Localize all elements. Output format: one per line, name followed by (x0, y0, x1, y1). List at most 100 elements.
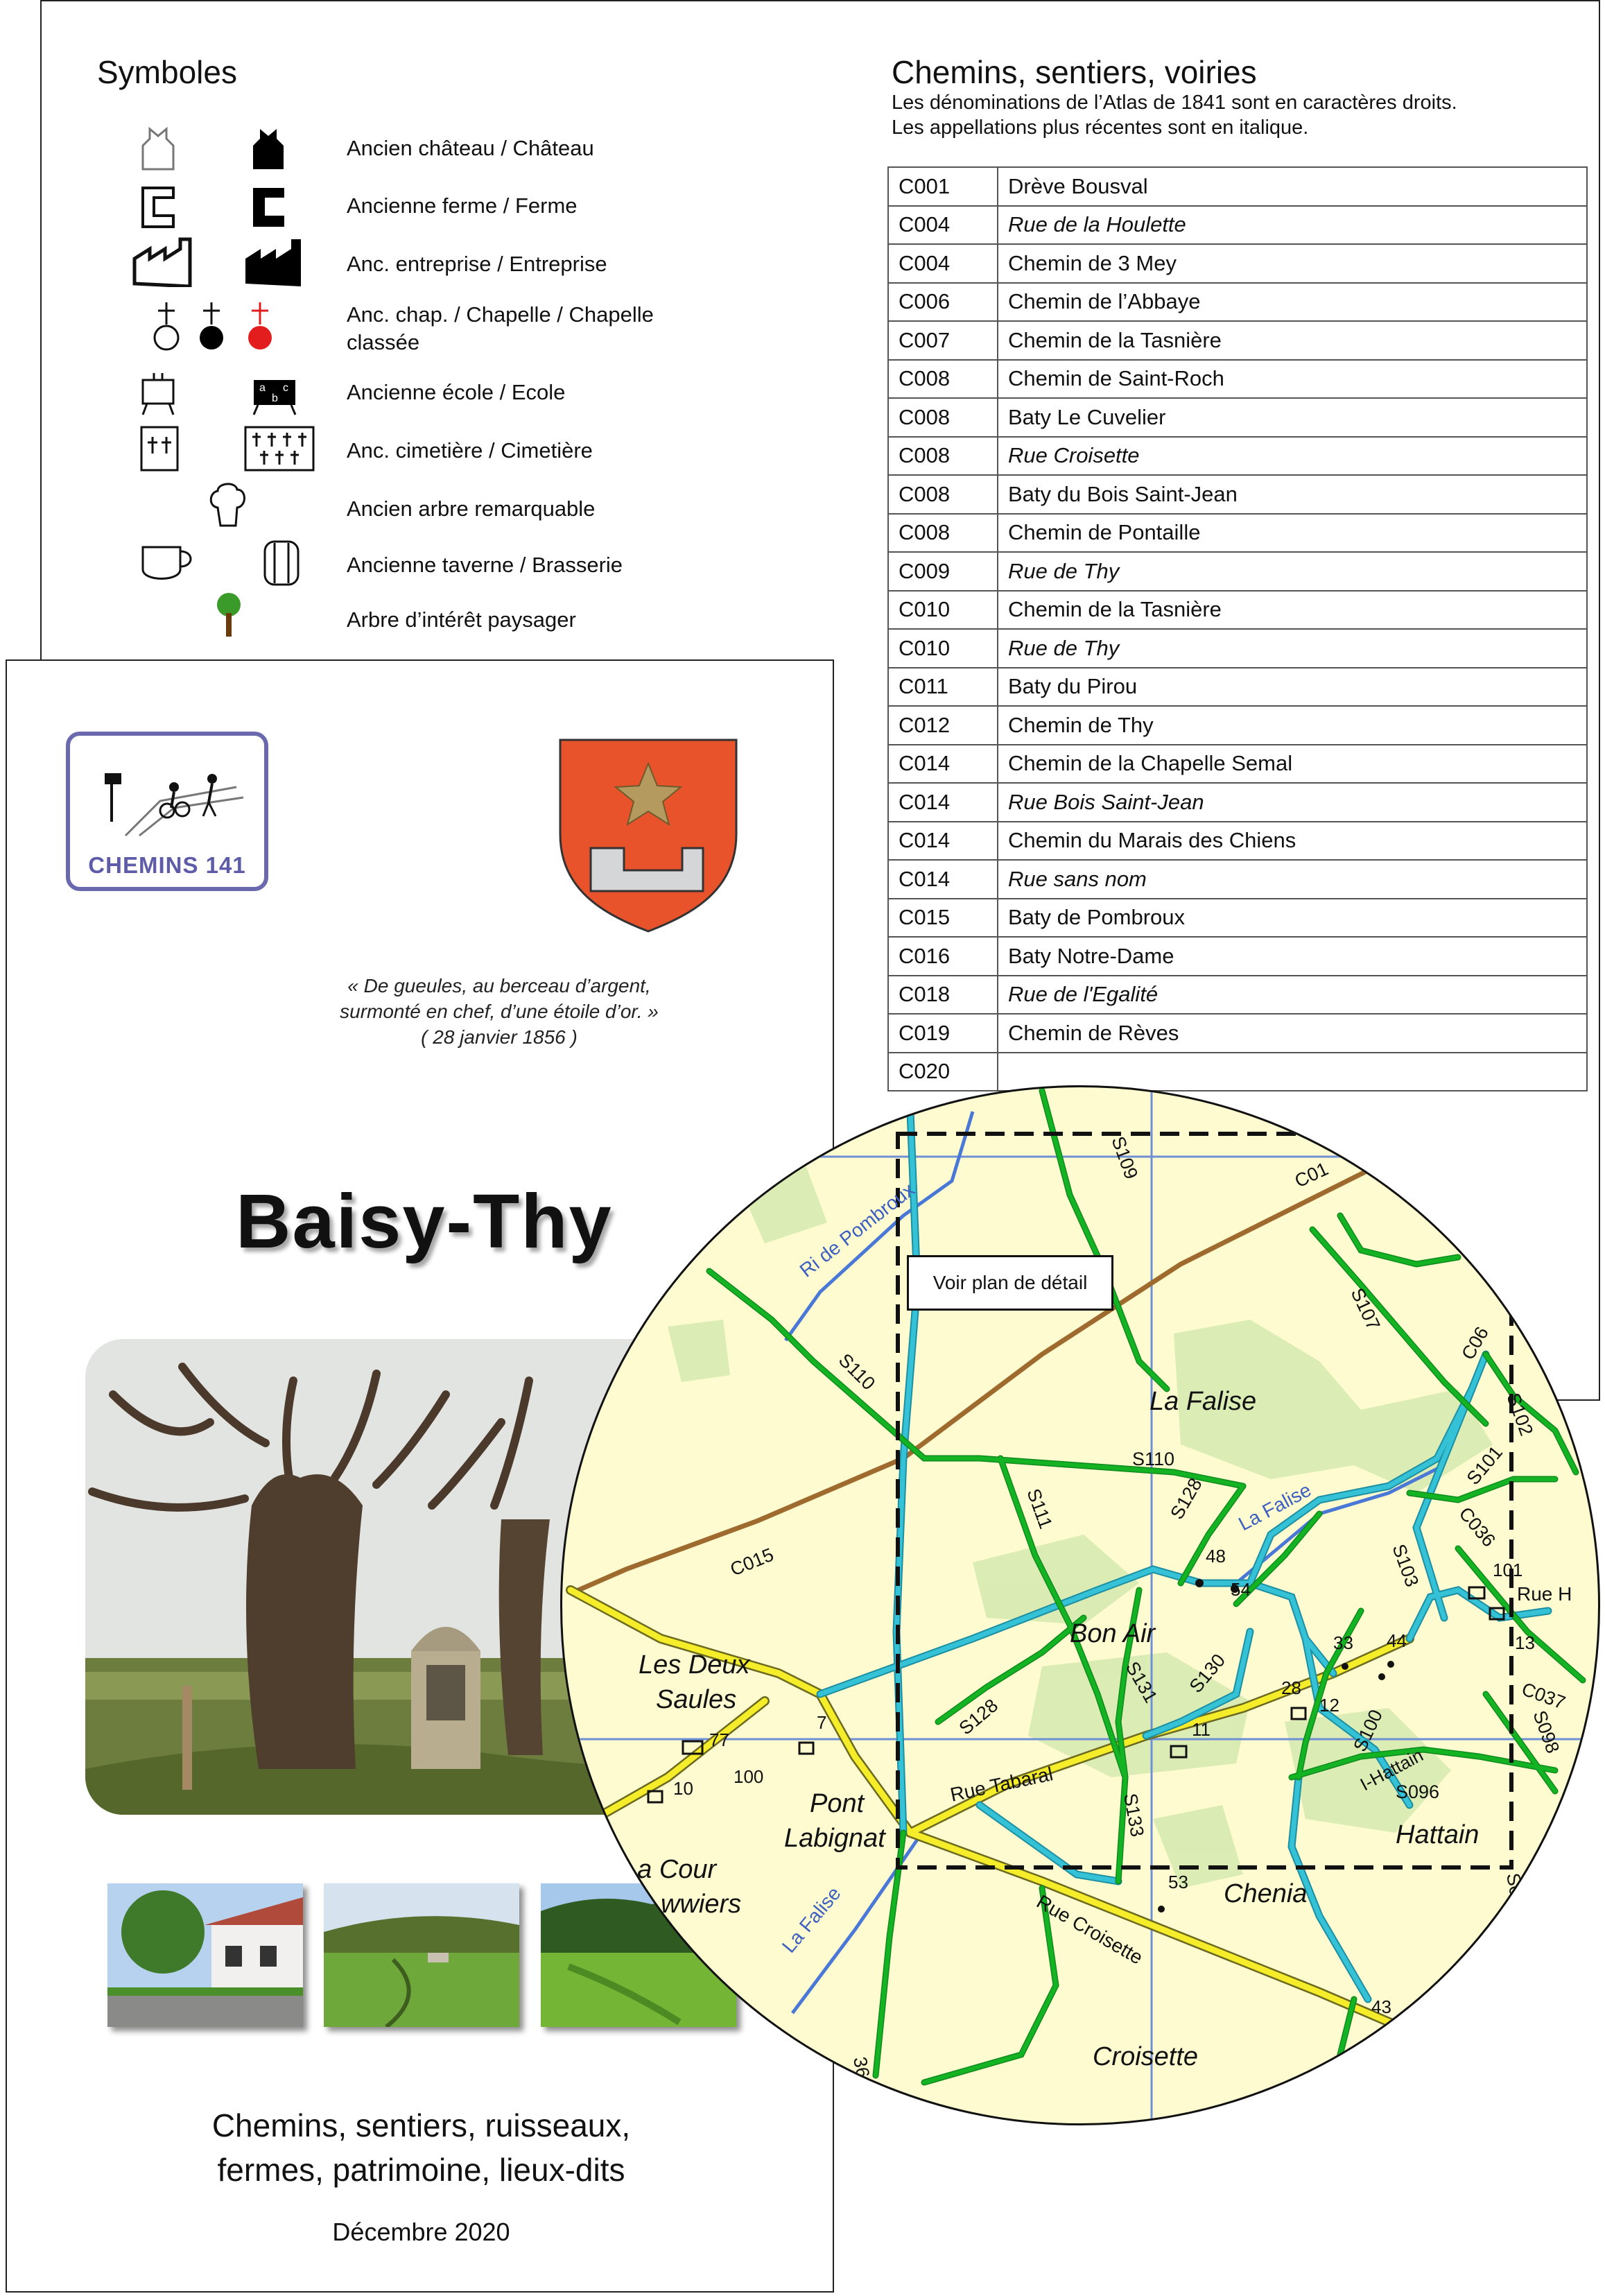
map-code-label: C01 (1292, 1158, 1332, 1191)
symbol-label: Ancienne ferme / Ferme (347, 193, 578, 218)
farm-icon (141, 187, 284, 228)
map-place-label: Croisette (1093, 2042, 1198, 2071)
map-place-label: La Cour (623, 1855, 718, 1884)
map-number: 54 (1231, 1579, 1251, 1600)
road-name: Baty Notre-Dame (997, 936, 1588, 976)
map-number: 43 (1371, 1996, 1391, 2017)
road-name: Drève Bousval (997, 166, 1588, 207)
cover-date: Décembre 2020 (332, 2218, 510, 2246)
symbol-label: Arbre d’intérêt paysager (347, 607, 576, 632)
cover-subtitle: Chemins, sentiers, ruisseaux, fermes, pa… (7, 2103, 835, 2192)
map-place-label: Chenia (1224, 1879, 1307, 1908)
village-house-photo (107, 1883, 303, 2027)
symbols-title: Symboles (97, 54, 237, 90)
roads-subtitle-line: Les appellations plus récentes sont en i… (892, 116, 1309, 139)
road-code: C008 (887, 359, 998, 399)
map-stream-label: La Falise (778, 1883, 845, 1957)
road-code: C009 (887, 551, 998, 592)
road-row: C020 (887, 1051, 1588, 1091)
map-number: 10 (673, 1778, 693, 1799)
cemetery-icon (140, 426, 315, 472)
road-code: C014 (887, 820, 998, 861)
map-drawing: La Falise Bon Air Les Deux Saules Pont L… (562, 1087, 1598, 2123)
map-place-label: wwiers (661, 1890, 741, 1919)
cover-subtitle-line: fermes, patrimoine, lieux-dits (217, 2152, 625, 2188)
road-name: Rue de Thy (997, 551, 1588, 592)
symbol-label: Ancien château / Château (347, 136, 594, 160)
symbol-label: Ancienne taverne / Brasserie (347, 553, 623, 577)
road-code: C008 (887, 435, 998, 476)
map-place-label: La Falise (1149, 1387, 1256, 1416)
road-code: C011 (887, 666, 998, 707)
motto: « De gueules, au berceau d’argent, surmo… (305, 973, 693, 1050)
road-code: C020 (887, 1051, 998, 1091)
factory-icon (132, 237, 301, 287)
map-code-label: S128 (1166, 1474, 1206, 1523)
road-name: Chemin de Saint-Roch (997, 359, 1588, 399)
road-code: C010 (887, 589, 998, 630)
road-name: Baty du Pirou (997, 666, 1588, 707)
road-code: C008 (887, 397, 998, 438)
map-code-label: 36 (849, 2055, 874, 2080)
castle-icon (141, 126, 284, 171)
road-code: C015 (887, 897, 998, 938)
map-number: 12 (1319, 1695, 1339, 1716)
map-code-label: S096 (1396, 1781, 1439, 1802)
map-place-label: Hattain (1396, 1820, 1479, 1849)
map-code-label: S111 (1023, 1486, 1056, 1532)
detail-plan-button[interactable]: Voir plan de détail (907, 1255, 1113, 1311)
road-name: Chemin de 3 Mey (997, 243, 1588, 284)
road-name: Chemin de l’Abbaye (997, 282, 1588, 322)
green-valley-photo (324, 1883, 519, 2027)
road-name (997, 1051, 1588, 1091)
map-number: 11 (1192, 1719, 1211, 1740)
coat-of-arms-icon (559, 739, 738, 933)
roads-title: Chemins, sentiers, voiries (892, 54, 1257, 90)
map-code-label: C015 (727, 1544, 777, 1580)
map-inset[interactable]: La Falise Bon Air Les Deux Saules Pont L… (560, 1085, 1600, 2125)
road-code: C016 (887, 936, 998, 976)
road-code: C014 (887, 743, 998, 784)
road-code: C010 (887, 628, 998, 668)
road-code: C008 (887, 512, 998, 553)
map-place-label: Saules (656, 1685, 736, 1714)
roads-subtitle: Les dénominations de l’Atlas de 1841 son… (892, 90, 1585, 140)
map-code-label: C036 (1455, 1503, 1499, 1551)
map-number: 100 (734, 1766, 763, 1787)
road-name: Rue sans nom (997, 859, 1588, 899)
tavern-icon (141, 540, 300, 586)
map-number: 33 (1333, 1632, 1353, 1653)
road-code: C006 (887, 282, 998, 322)
road-name: Chemin de Pontaille (997, 512, 1588, 553)
map-road-label: Rue Tabaral (948, 1763, 1055, 1806)
road-name: Rue de la Houlette (997, 205, 1588, 245)
cover-title: Baisy-Thy (236, 1179, 613, 1264)
road-name: Rue Bois Saint-Jean (997, 782, 1588, 822)
map-number: 28 (1281, 1677, 1301, 1698)
roads-subtitle-line: Les dénominations de l’Atlas de 1841 son… (892, 92, 1457, 114)
symbol-label: Ancienne école / Ecole (347, 380, 566, 404)
symbol-label: Anc. entreprise / Entreprise (347, 252, 607, 276)
road-name: Rue de l'Egalité (997, 974, 1588, 1015)
map-code-label: S103 (1388, 1542, 1423, 1590)
logo-text: CHEMINS 141 (88, 852, 246, 878)
road-name: Rue de Thy (997, 628, 1588, 668)
